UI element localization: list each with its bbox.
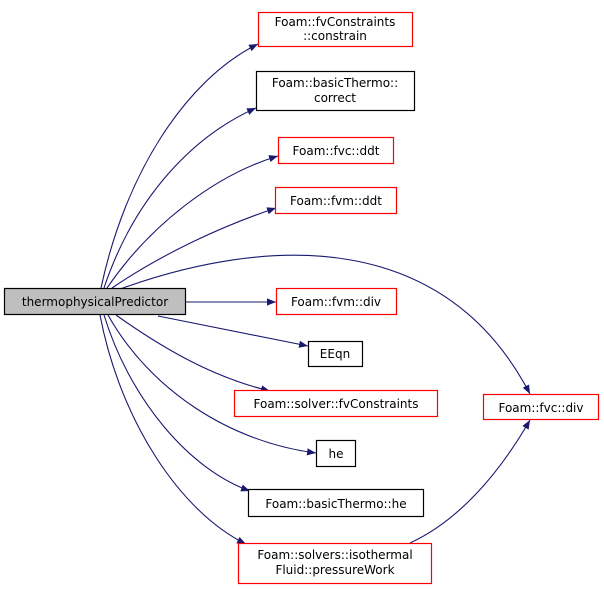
edge-to-pressurework [99, 314, 247, 545]
edge-to-basicthermo-he [103, 314, 251, 492]
edge-to-fvc-div [119, 254, 531, 395]
edge-to-constrain [100, 43, 259, 289]
edge-to-basicthermo-correct [103, 107, 257, 289]
edge-to-he [107, 314, 317, 456]
node-fvc-ddt[interactable]: Foam::fvc::ddt [277, 136, 395, 165]
node-fvm-div[interactable]: Foam::fvm::div [275, 287, 398, 316]
node-label: Foam::fvm::ddt [290, 194, 382, 208]
node-solver-fvconstraints[interactable]: Foam::solver::fvConstraints [233, 389, 439, 418]
node-label: EEqn [320, 347, 350, 361]
node-he[interactable]: he [315, 439, 357, 468]
node-label: Fluid::pressureWork [275, 563, 394, 577]
node-label: Foam::solver::fvConstraints [254, 397, 419, 411]
node-label: Foam::basicThermo:: [272, 76, 398, 90]
node-label: correct [314, 91, 356, 105]
node-label: Foam::fvConstraints [275, 15, 396, 29]
node-isothermalfluid-pressurework[interactable]: Foam::solvers::isothermal Fluid::pressur… [237, 542, 433, 585]
node-basicthermo-correct[interactable]: Foam::basicThermo:: correct [255, 70, 416, 112]
node-label: Foam::fvc::ddt [293, 144, 380, 158]
node-label: ::constrain [303, 29, 367, 43]
node-thermophysicalpredictor[interactable]: thermophysicalPredictor [3, 287, 187, 316]
node-fvm-ddt[interactable]: Foam::fvm::ddt [274, 186, 398, 215]
node-label: Foam::fvm::div [291, 295, 381, 309]
node-label: Foam::solvers::isothermal [257, 548, 412, 562]
node-label: Foam::fvc::div [498, 401, 583, 415]
node-eeqn[interactable]: EEqn [307, 340, 364, 368]
edge-to-eeqn [157, 315, 309, 348]
node-fvconstraints-constrain[interactable]: Foam::fvConstraints ::constrain [257, 11, 414, 48]
node-label: thermophysicalPredictor [22, 295, 168, 309]
node-fvc-div[interactable]: Foam::fvc::div [482, 393, 600, 421]
edge-to-fvc-ddt [106, 155, 279, 289]
node-label: he [329, 447, 344, 461]
edge-pressurework-to-fvc-div [409, 419, 531, 544]
edge-to-fvm-ddt [111, 207, 277, 289]
node-basicthermo-he[interactable]: Foam::basicThermo::he [247, 488, 425, 518]
node-label: Foam::basicThermo::he [265, 497, 406, 511]
edge-to-solver-fvconstraints [115, 314, 271, 393]
